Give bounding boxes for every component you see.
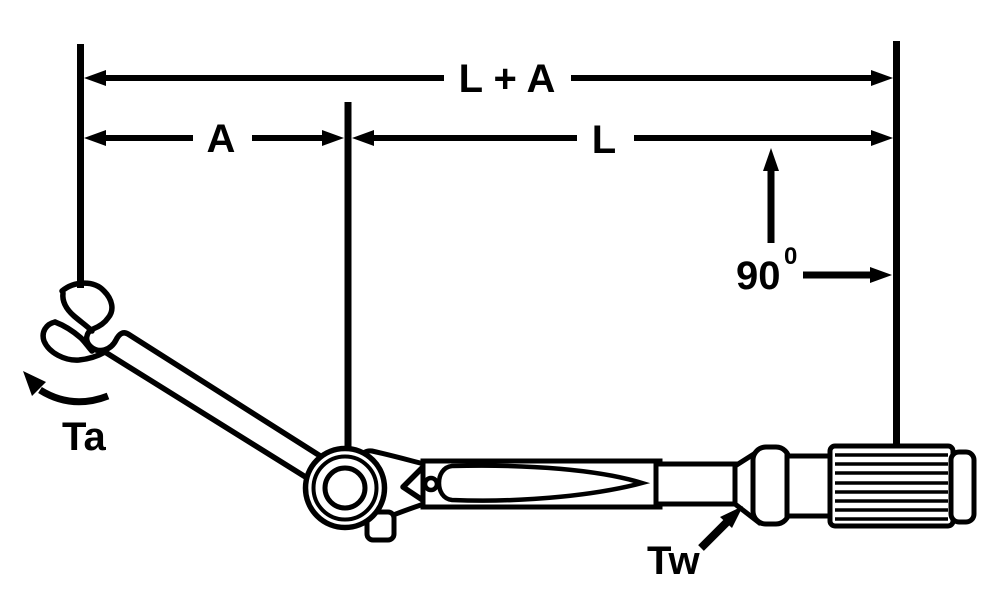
adapter-torque-annotation: Ta [23,371,110,459]
open-end-adapter [40,280,339,489]
arrowhead-right-icon [871,130,893,146]
arrowhead-up-icon [763,148,779,171]
beam-pin-hole [422,475,440,493]
label-adapter-torque: Ta [62,415,106,459]
adjustment-collar [750,444,792,527]
dimension-wrench-length: L [352,118,893,162]
arrowhead-right-icon [871,70,893,86]
label-total-length: L + A [459,57,556,101]
drive-square-hole [322,465,368,511]
arrowhead-left-icon [84,130,106,146]
grip-ribs [835,453,948,521]
release-button [364,509,397,543]
arrowhead-right-icon [870,267,892,283]
arrowhead-left-icon [84,70,106,86]
ratchet-head [302,445,427,543]
label-wrench-length: L [592,118,616,162]
yoke-notch [400,464,426,504]
arrowhead-up-right-icon [720,506,743,528]
arrowhead-left-icon [352,130,374,146]
adapter-mouth-lower-edge [52,319,95,354]
handle-end-cap [948,449,977,525]
pointer-line [698,519,730,551]
torque-direction-arc [38,386,110,406]
dimension-adapter-length: A [84,117,344,161]
wrench-torque-annotation: Tw [647,506,743,583]
dimension-annotations: L + A A L 90 0 [23,41,900,459]
label-wrench-torque: Tw [647,539,700,583]
arrowhead-curved-icon [23,371,46,396]
torque-wrench-body [420,443,977,529]
adapter-jaw-lower-edge [40,319,323,489]
beam-neck [653,461,740,507]
label-angle: 90 [736,254,781,298]
dimension-total-length: L + A [84,57,893,101]
label-angle-superscript: 0 [784,243,797,270]
arrowhead-right-icon [322,130,344,146]
adapter-mouth-upper-edge [60,290,95,334]
knurled-grip [827,443,956,529]
angle-annotation: 90 0 [736,148,892,298]
label-adapter-length: A [207,117,236,161]
collar-sleeve [784,453,833,519]
beam-slot [436,463,651,503]
